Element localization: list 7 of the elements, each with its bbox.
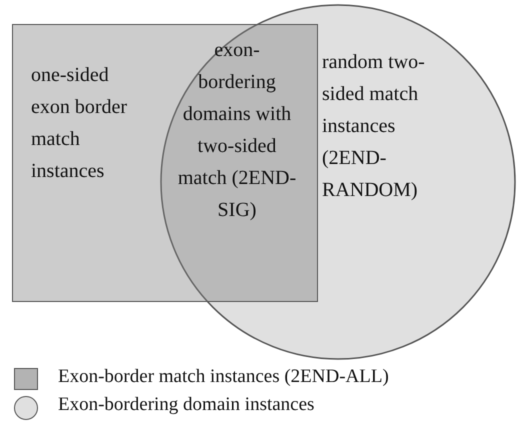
overlap-label: exon-bordering domains with two-sided match (2END-SIG) [176, 38, 298, 223]
region-label: one-sided exon border match instances [31, 63, 128, 184]
legend-label: Exon-bordering domain instances [58, 394, 314, 416]
venn-circle [160, 4, 516, 360]
legend-label: Exon-border match instances (2END-ALL) [58, 366, 389, 388]
venn-rectangle [12, 24, 318, 302]
region-label: random two-sided match instances (2END-RANDOM) [322, 50, 426, 203]
